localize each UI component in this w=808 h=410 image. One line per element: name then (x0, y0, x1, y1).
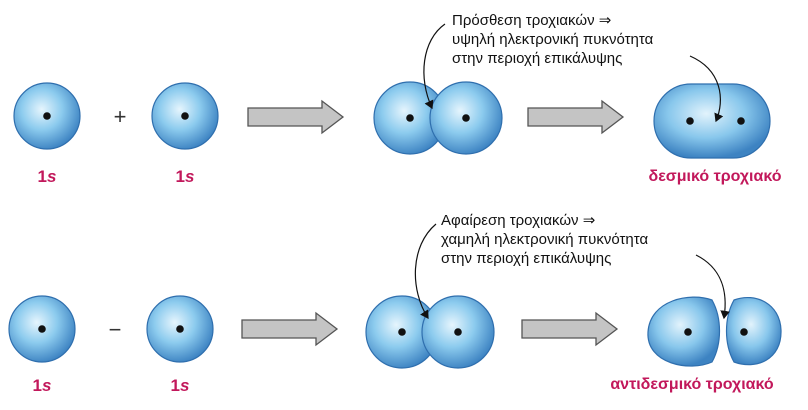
nucleus (740, 328, 748, 336)
orbital-label-1s: 1s (33, 376, 52, 395)
bonding-orbital-label: δεσμικό τροχιακό (649, 168, 782, 185)
note-line: Πρόσθεση τροχιακών ⇒ (452, 12, 611, 29)
antibonding-lobe-left (647, 296, 721, 367)
top-row: + 1s 1s δεσμικό τροχιακό Πρόσθεση τροχια… (13, 12, 782, 186)
pointer-arrow (695, 254, 730, 320)
nucleus (406, 114, 414, 122)
nucleus (686, 117, 694, 125)
nucleus (38, 325, 46, 333)
nucleus (684, 328, 692, 336)
pointer-arrow (414, 223, 437, 320)
orbital-label-1s: 1s (38, 167, 57, 186)
pointer-arrow (423, 23, 446, 110)
note-line: στην περιοχή επικάλυψης (441, 250, 611, 267)
note-line: Αφαίρεση τροχιακών ⇒ (441, 212, 595, 229)
bonding-orbital (653, 83, 771, 159)
nucleus (398, 328, 406, 336)
note-line: υψηλή ηλεκτρονική πυκνότητα (452, 31, 654, 48)
nucleus (462, 114, 470, 122)
antibonding-lobe-right (725, 296, 782, 366)
antibonding-orbital-label: αντιδεσμικό τροχιακό (610, 376, 774, 393)
orbital-1s-a (8, 295, 76, 363)
bottom-row: − 1s 1s αντιδεσμικό τροχιακό Αφαίρεση τρ… (8, 212, 782, 395)
plus-operator: + (114, 104, 127, 129)
orbital-label-1s: 1s (171, 376, 190, 395)
nucleus (454, 328, 462, 336)
nucleus (43, 112, 51, 120)
orbital-label-1s: 1s (176, 167, 195, 186)
note-line: στην περιοχή επικάλυψης (452, 50, 622, 67)
overlapping-orbitals (373, 81, 503, 155)
nucleus (737, 117, 745, 125)
orbital-1s-b (146, 295, 214, 363)
orbital-1s-b (151, 82, 219, 150)
minus-operator: − (109, 317, 122, 342)
overlapping-orbitals (365, 295, 495, 369)
pointer-arrow (689, 55, 724, 123)
nucleus (181, 112, 189, 120)
reaction-arrow (241, 311, 339, 347)
antibonding-orbital (647, 296, 782, 367)
reaction-arrow (521, 311, 619, 347)
nucleus (176, 325, 184, 333)
reaction-arrow (247, 99, 345, 135)
orbital-1s-a (13, 82, 81, 150)
reaction-arrow (527, 99, 625, 135)
note-line: χαμηλή ηλεκτρονική πυκνότητα (441, 231, 648, 248)
